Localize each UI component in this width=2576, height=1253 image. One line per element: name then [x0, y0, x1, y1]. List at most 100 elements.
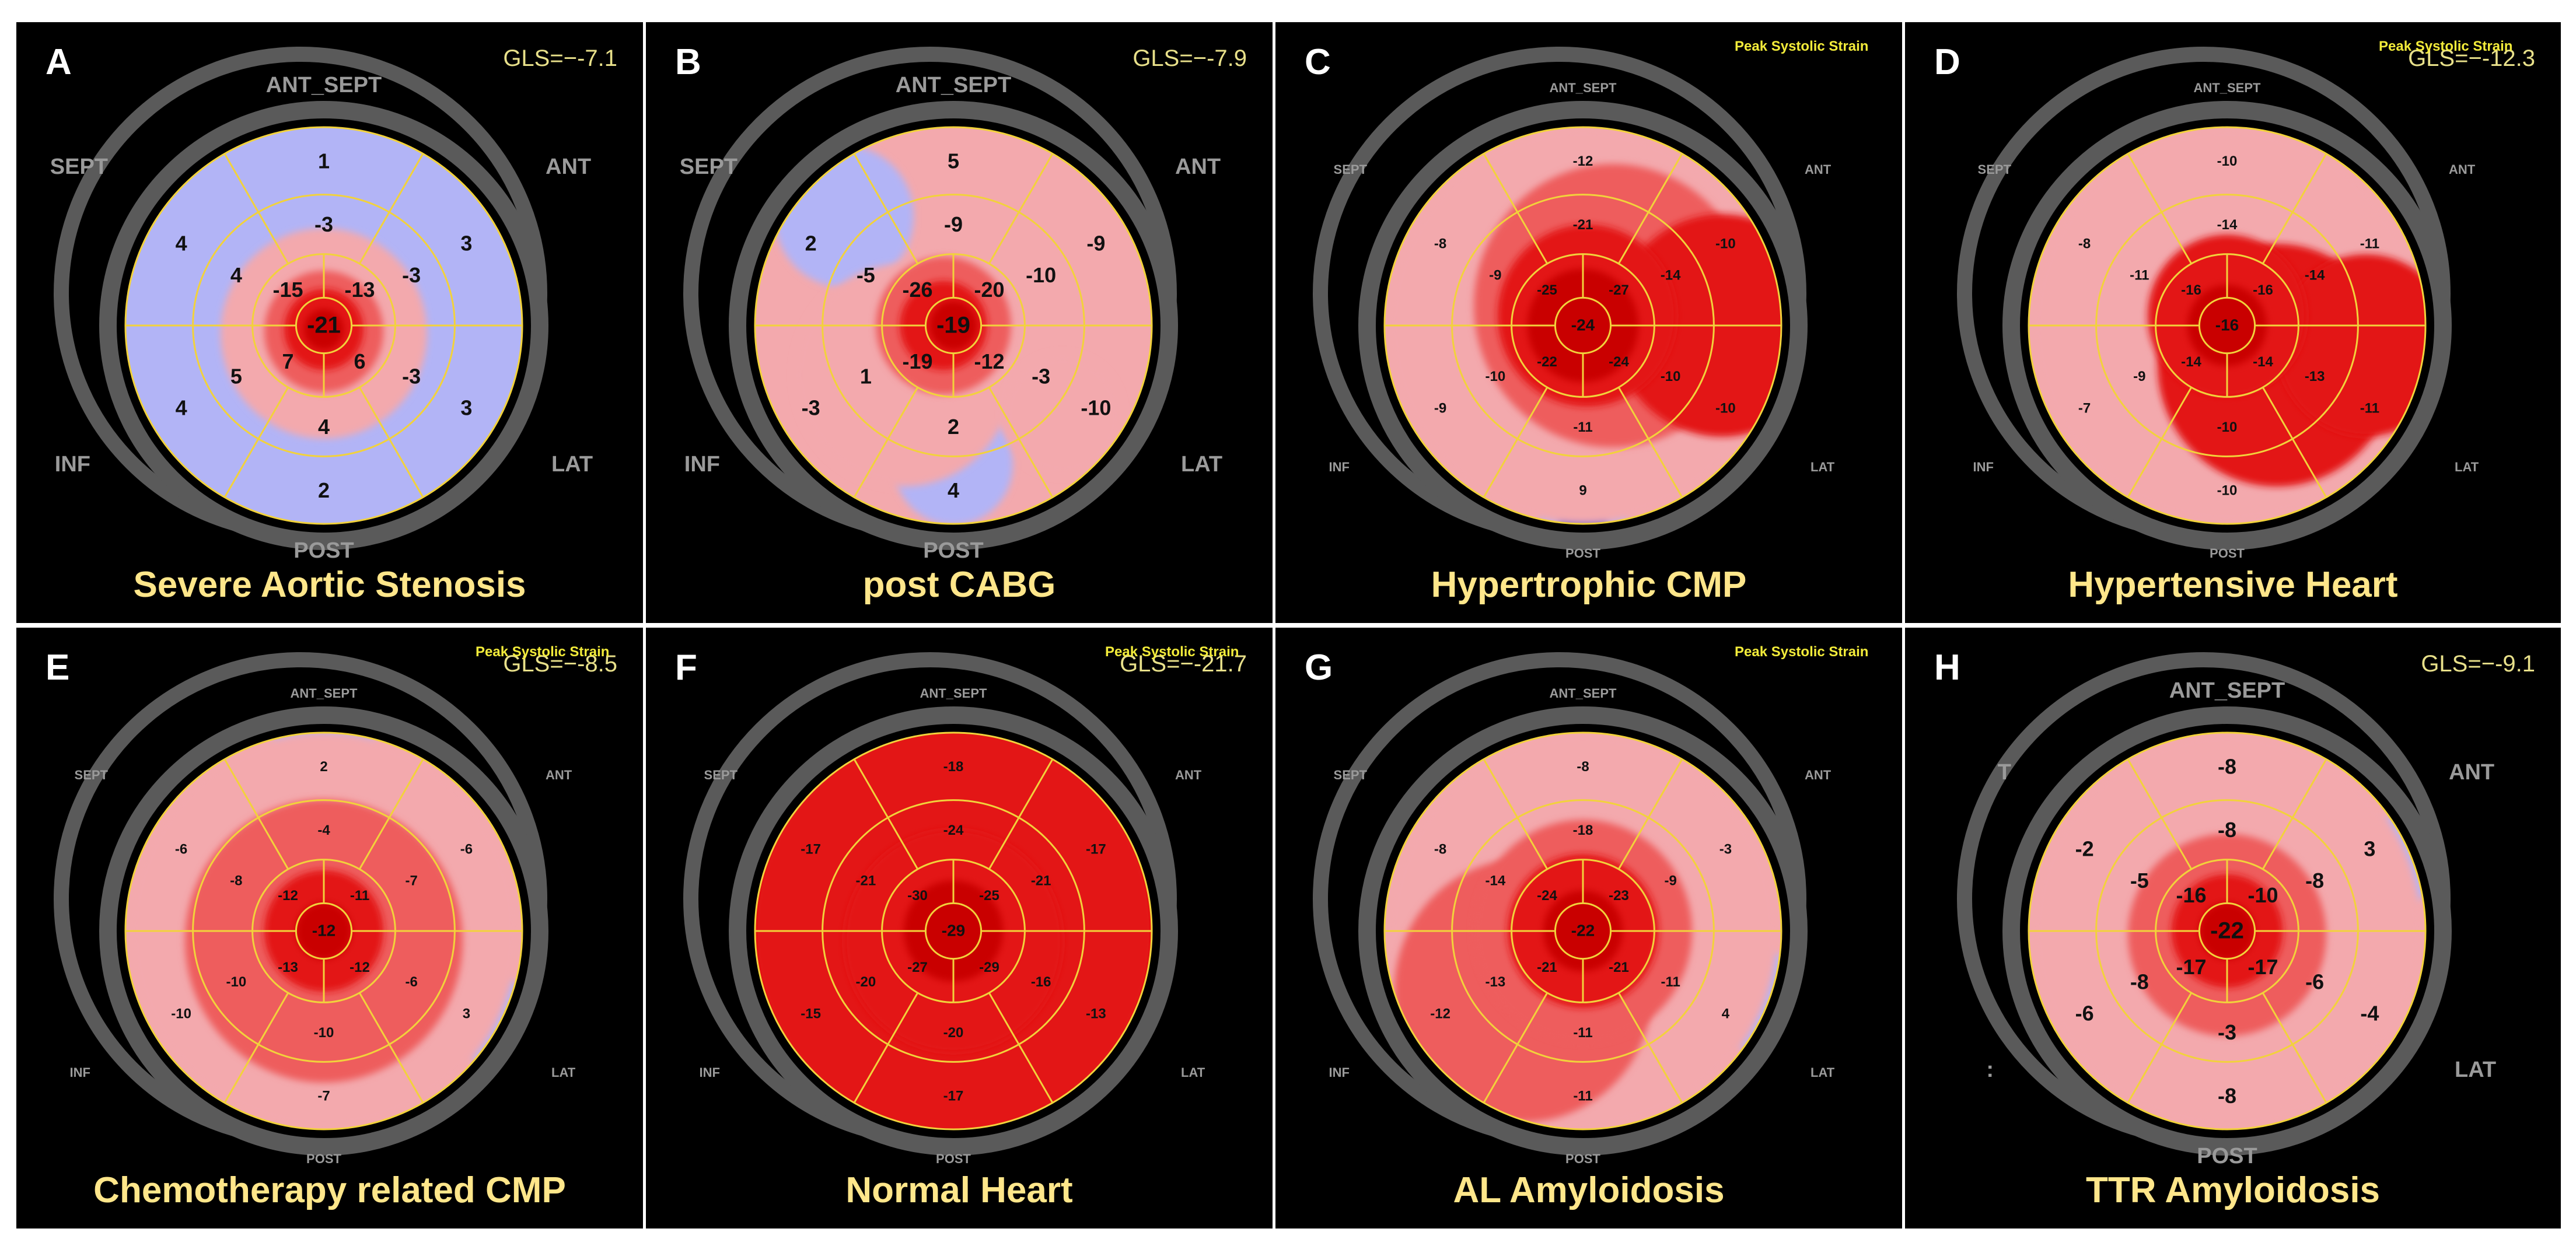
- gls-value: GLS=−-7.1: [503, 46, 617, 71]
- segment-spoke: [388, 153, 424, 213]
- segment-spoke: [2291, 153, 2327, 213]
- segment-values: -10-11-11-10-7-8-14-14-13-10-9-11-16-16-…: [2078, 153, 2379, 498]
- bullseye-plot: 2-63-7-10-6-4-7-6-10-10-8-12-11-12-13-12…: [54, 652, 576, 1166]
- segment-spoke: [1483, 153, 1519, 213]
- segment-value: 1: [318, 149, 330, 173]
- segment-value: -13: [278, 960, 298, 975]
- segment-value: -6: [460, 841, 473, 857]
- panel-caption: Hypertrophic CMP: [1431, 565, 1747, 605]
- segment-value: -22: [1537, 354, 1557, 370]
- wall-label-ant: ANT: [1805, 162, 1831, 177]
- strain-region: [2277, 254, 2425, 437]
- wall-label-sept: SEPT: [704, 768, 738, 782]
- panel-caption: Normal Heart: [845, 1170, 1073, 1210]
- segment-value: -17: [943, 1088, 964, 1104]
- segment-value: -25: [1537, 282, 1557, 298]
- segment-value: -10: [2217, 483, 2238, 499]
- segment-value: -10: [1661, 369, 1681, 384]
- segment-value: -12: [312, 921, 335, 939]
- panel-caption: Hypertensive Heart: [2068, 565, 2398, 605]
- strain-region: [904, 880, 1003, 982]
- segment-value: -5: [857, 263, 875, 287]
- segment-value: 2: [318, 478, 330, 502]
- segment-value: -26: [902, 278, 932, 302]
- segment-value: -13: [1485, 974, 1505, 990]
- wall-label-post: POST: [923, 538, 983, 563]
- wall-label-post: POST: [293, 538, 354, 563]
- segment-value: -21: [855, 873, 876, 889]
- segment-value: -17: [1086, 841, 1106, 857]
- segment-spoke: [1617, 817, 1649, 870]
- bullseye-plot: -10-11-11-10-7-8-14-14-13-10-9-11-16-16-…: [1957, 47, 2479, 561]
- segment-spoke: [2127, 758, 2163, 818]
- segment-spoke: [1647, 758, 1683, 818]
- segment-spoke: [1483, 438, 1519, 498]
- segment-value: -2: [2075, 837, 2094, 861]
- segment-spoke: [388, 758, 424, 818]
- segment-value: -10: [226, 974, 246, 990]
- segment-value: -19: [936, 313, 970, 338]
- segment-spoke: [1647, 438, 1683, 498]
- gls-value: GLS=−-7.9: [1133, 46, 1247, 71]
- segment-value: -8: [2305, 869, 2324, 892]
- segment-value: -14: [2181, 354, 2201, 370]
- segment-value: -12: [278, 888, 298, 904]
- segment-value: -17: [2248, 955, 2278, 979]
- wall-label-post: POST: [2210, 546, 2245, 561]
- panel-letter: H: [1934, 648, 1960, 688]
- strain-region: [1527, 268, 1639, 383]
- segment-spoke: [2161, 211, 2193, 264]
- segment-value: 3: [463, 1006, 470, 1022]
- segment-value: -21: [1573, 217, 1593, 233]
- segment-value: -9: [944, 212, 963, 236]
- segment-spoke: [223, 438, 260, 498]
- bullseye-plot: -18-17-13-17-15-17-24-21-16-20-20-21-30-…: [683, 652, 1205, 1166]
- segment-spoke: [1647, 1044, 1683, 1104]
- segment-value: -6: [2075, 1002, 2094, 1026]
- segment-spoke: [853, 1044, 889, 1104]
- segment-spoke: [1018, 1044, 1054, 1104]
- segment-value: 3: [460, 396, 472, 420]
- segment-value: -13: [1086, 1006, 1106, 1022]
- segment-value: -24: [1609, 354, 1629, 370]
- wall-label-sept: SEPT: [50, 155, 108, 179]
- segment-value: -9: [2133, 369, 2145, 384]
- gls-value: GLS=−-12.3: [2408, 46, 2535, 71]
- segment-value: 2: [948, 415, 959, 439]
- segment-value: -11: [350, 888, 369, 904]
- wall-label-ant-sept: ANT_SEPT: [1550, 686, 1617, 701]
- segment-value: -10: [1081, 396, 1111, 420]
- panel-letter: D: [1934, 42, 1960, 82]
- strain-color-map: [2029, 733, 2425, 1129]
- segment-value: -8: [2078, 236, 2091, 251]
- segment-spoke: [358, 992, 390, 1045]
- wall-label-ant: ANT: [546, 768, 572, 782]
- segment-spoke: [257, 387, 289, 440]
- wall-label-post: POST: [1565, 546, 1600, 561]
- segment-spoke: [1617, 387, 1649, 440]
- wall-label-lat: LAT: [551, 452, 593, 477]
- segment-value: 2: [805, 232, 817, 256]
- segment-value: -16: [2253, 282, 2273, 298]
- segment-spoke: [1617, 211, 1649, 264]
- segment-spoke: [358, 211, 390, 264]
- segment-value: -11: [2360, 236, 2379, 251]
- strain-region: [929, 301, 977, 350]
- wall-label-ant: ANT: [1175, 768, 1202, 782]
- segment-value: -8: [1434, 236, 1446, 251]
- segment-value: 4: [1722, 1006, 1730, 1022]
- segment-value: -12: [1430, 1006, 1450, 1022]
- segment-value: -24: [943, 822, 964, 838]
- wall-label-lat: LAT: [2455, 460, 2479, 474]
- segment-spoke: [887, 992, 919, 1045]
- segment-value: 4: [318, 415, 330, 439]
- bullseye-plot: -8-34-11-12-8-18-9-11-11-13-14-24-23-21-…: [1313, 652, 1835, 1166]
- segment-value: -6: [175, 841, 187, 857]
